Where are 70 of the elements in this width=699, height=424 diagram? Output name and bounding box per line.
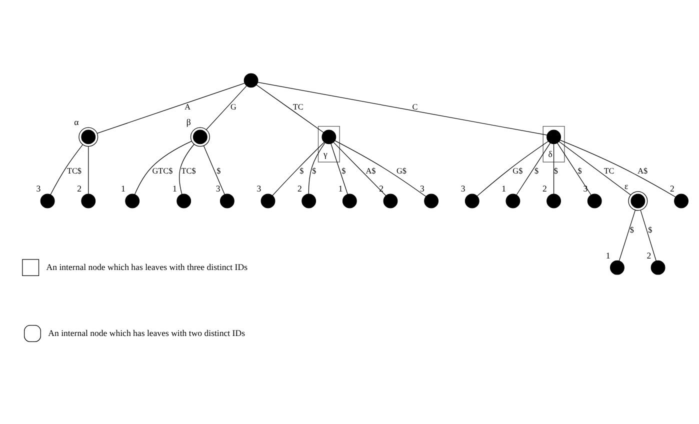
connector [203, 145, 225, 195]
node-circle [125, 194, 140, 208]
node-circle [674, 194, 688, 208]
connector [640, 210, 656, 262]
connector [476, 140, 549, 196]
node-label: 2 [670, 184, 674, 194]
node-label: γ [324, 149, 328, 160]
connector [556, 142, 592, 196]
connector [206, 86, 247, 130]
node-ringed-circle [190, 127, 210, 147]
cluster [318, 126, 340, 162]
node-ringed-circle [78, 127, 98, 147]
node-circle [610, 260, 624, 275]
node-circle [244, 73, 258, 88]
node-label: 2 [646, 250, 652, 260]
legend-label: An internal node which has leaves with two distinct IDs [48, 328, 245, 338]
connector [516, 142, 551, 196]
node-label: 3 [36, 184, 41, 194]
cluster [542, 126, 565, 162]
node-label: ε [624, 181, 628, 192]
node-circle [176, 194, 192, 208]
node-label: β [186, 117, 191, 128]
node-circle [383, 194, 398, 208]
node-label: 3 [420, 184, 424, 194]
node-circle [464, 194, 480, 208]
connector [333, 142, 386, 196]
node-label: 1 [172, 184, 177, 194]
node-label: 2 [298, 184, 302, 194]
node-circle [587, 194, 602, 208]
node-label: α [74, 117, 79, 128]
node-label: 1 [606, 250, 610, 260]
node-label: 2 [542, 184, 547, 194]
node-circle [302, 194, 316, 208]
node-label: 3 [256, 184, 262, 194]
connector [179, 144, 194, 195]
node-circle [81, 194, 96, 208]
node-circle [260, 194, 276, 208]
connector [558, 141, 631, 196]
connector [134, 140, 192, 195]
node-label: δ [548, 149, 552, 160]
legend-label: An internal node which has leaves with three distinct IDs [46, 262, 248, 272]
connector [560, 140, 676, 198]
node-ringed-circle [628, 191, 648, 211]
connector [308, 142, 326, 194]
node-circle [220, 194, 234, 208]
connector [50, 144, 84, 195]
node-circle [506, 194, 520, 208]
node-label: 1 [338, 184, 343, 194]
connector [330, 143, 348, 195]
node-circle [40, 194, 55, 208]
node-circle [342, 194, 357, 208]
node-label: 1 [121, 184, 126, 194]
connector [334, 140, 426, 197]
node-circle [424, 194, 439, 208]
node-label: 3 [460, 184, 466, 194]
connector [256, 84, 324, 133]
connector [553, 144, 554, 194]
node-label: 3 [583, 184, 588, 194]
connector [618, 210, 636, 262]
node-circle [546, 130, 561, 144]
connector [88, 146, 89, 194]
connector [96, 82, 245, 134]
node-label: 3 [216, 184, 220, 194]
node-label: 1 [502, 184, 506, 194]
node-circle [322, 130, 336, 144]
connector [272, 142, 325, 196]
node-label: 2 [77, 184, 82, 194]
node-circle [546, 194, 561, 208]
node-circle [650, 260, 666, 275]
connector [258, 82, 548, 136]
